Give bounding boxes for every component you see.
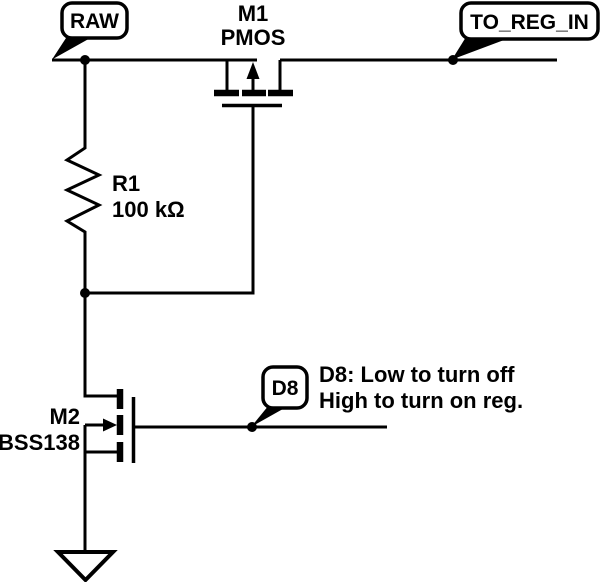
m2-body-arrow-icon bbox=[103, 418, 117, 432]
d8-annotation: D8: Low to turn off High to turn on reg. bbox=[319, 362, 523, 413]
m1-name-label: M1 bbox=[238, 1, 269, 26]
r1-name-label: R1 bbox=[112, 171, 140, 196]
wire-m2-drain bbox=[83, 293, 118, 398]
d8-flag-tail bbox=[251, 405, 290, 427]
annotation-line-1: D8: Low to turn off bbox=[319, 362, 515, 387]
raw-flag-box bbox=[60, 1, 129, 40]
raw-net-label: RAW bbox=[70, 10, 119, 33]
d8-flag-box bbox=[261, 365, 309, 410]
net-flag-to-reg-in: TO_REG_IN bbox=[452, 1, 600, 60]
to-reg-in-flag-box bbox=[459, 1, 600, 41]
net-flag-raw: RAW bbox=[52, 1, 129, 60]
raw-flag-tail bbox=[52, 36, 93, 60]
net-flag-d8: D8 bbox=[251, 365, 309, 427]
m1-body-arrow-icon bbox=[246, 62, 260, 79]
to-reg-in-flag-tail bbox=[452, 37, 512, 60]
annotation-line-2: High to turn on reg. bbox=[319, 388, 523, 413]
m1-labels: M1 PMOS bbox=[221, 1, 286, 50]
wires bbox=[52, 58, 557, 552]
junction-dot-gate-node bbox=[80, 288, 90, 298]
m2-type-label: BSS138 bbox=[0, 430, 80, 455]
to-reg-in-net-label: TO_REG_IN bbox=[470, 11, 589, 34]
m2-nmos-symbol bbox=[85, 389, 136, 463]
junction-dot-raw bbox=[80, 55, 90, 65]
r1-resistor-labels: R1 100 kΩ bbox=[112, 171, 185, 222]
m1-pmos-symbol bbox=[214, 60, 293, 108]
ground-icon bbox=[53, 550, 118, 582]
d8-net-label: D8 bbox=[272, 377, 299, 400]
r1-value-label: 100 kΩ bbox=[112, 197, 185, 222]
wire-m1-gate-lead bbox=[85, 107, 255, 295]
m1-type-label: PMOS bbox=[221, 25, 286, 50]
m2-labels: M2 BSS138 bbox=[0, 404, 80, 455]
m2-name-label: M2 bbox=[49, 404, 80, 429]
wire-r1-branch bbox=[63, 60, 103, 293]
